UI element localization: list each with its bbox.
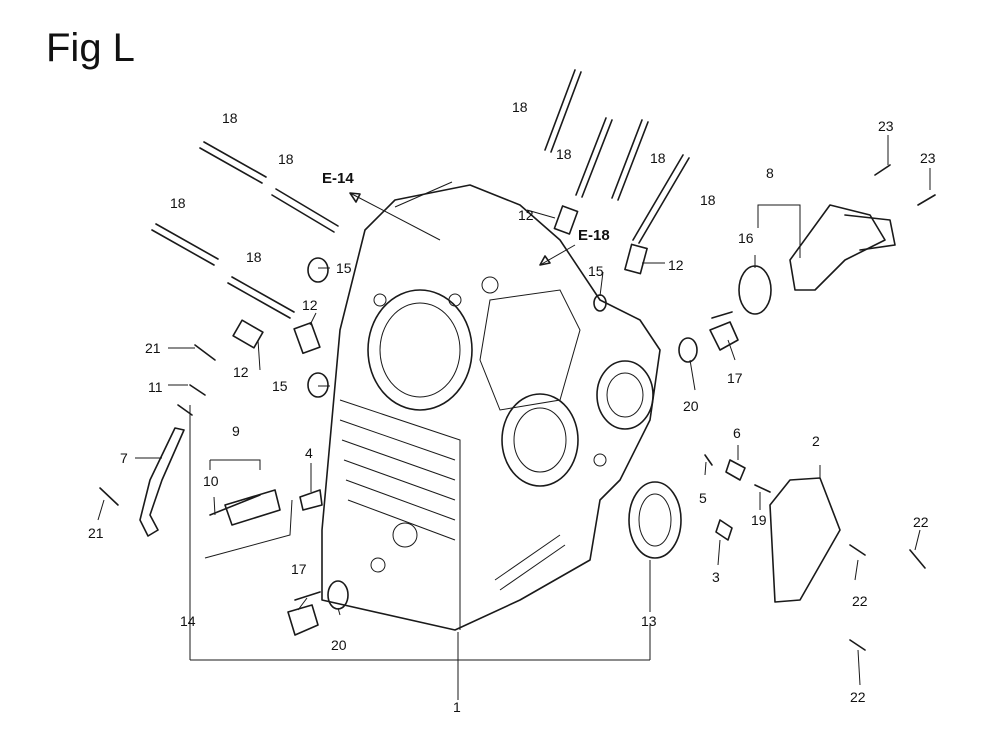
callout-23b: 23 <box>920 150 936 166</box>
callout-23a: 23 <box>878 118 894 134</box>
callout-15a: 15 <box>336 260 352 276</box>
callout-22b: 22 <box>852 593 868 609</box>
callout-13: 13 <box>641 613 657 629</box>
callout-19: 19 <box>751 512 767 528</box>
callout-18b: 18 <box>278 151 294 167</box>
callout-3: 3 <box>712 569 720 585</box>
callout-15c: 15 <box>588 263 604 279</box>
callout-5: 5 <box>699 490 707 506</box>
callout-4: 4 <box>305 445 313 461</box>
callout-12b: 12 <box>668 257 684 273</box>
callout-17a: 17 <box>727 370 743 386</box>
callout-11: 11 <box>148 379 163 395</box>
callout-20b: 20 <box>331 637 347 653</box>
callout-21b: 21 <box>88 525 104 541</box>
callout-20a: 20 <box>683 398 699 414</box>
callout-18h: 18 <box>700 192 716 208</box>
callout-22a: 22 <box>913 514 929 530</box>
figure-title: Fig L <box>46 26 135 70</box>
reference-arrows <box>349 192 576 266</box>
callout-18g: 18 <box>650 150 666 166</box>
right-side-parts <box>628 164 936 651</box>
crankcase-drawing <box>321 184 661 631</box>
callout-18d: 18 <box>246 249 262 265</box>
callout-12c: 12 <box>302 297 318 313</box>
callout-12a: 12 <box>518 207 534 223</box>
callout-1: 1 <box>453 699 461 715</box>
callout-8: 8 <box>766 165 774 181</box>
callout-7: 7 <box>120 450 128 466</box>
callout-17b: 17 <box>291 561 307 577</box>
leader-lines <box>97 135 931 700</box>
callout-18a: 18 <box>222 110 238 126</box>
callout-18c: 18 <box>170 195 186 211</box>
callout-16: 16 <box>738 230 754 246</box>
callout-21a: 21 <box>145 340 161 356</box>
stud-bolts <box>151 69 690 319</box>
callout-18e: 18 <box>512 99 528 115</box>
callout-15b: 15 <box>272 378 288 394</box>
callout-14: 14 <box>180 613 196 629</box>
callout-10: 10 <box>203 473 219 489</box>
callout-18f: 18 <box>556 146 572 162</box>
reference-label-e14: E-14 <box>322 170 354 187</box>
callout-12d: 12 <box>233 364 249 380</box>
callout-2: 2 <box>812 433 820 449</box>
callout-9: 9 <box>232 423 240 439</box>
callout-6: 6 <box>733 425 741 441</box>
callout-22c: 22 <box>850 689 866 705</box>
reference-label-e18: E-18 <box>578 227 610 244</box>
